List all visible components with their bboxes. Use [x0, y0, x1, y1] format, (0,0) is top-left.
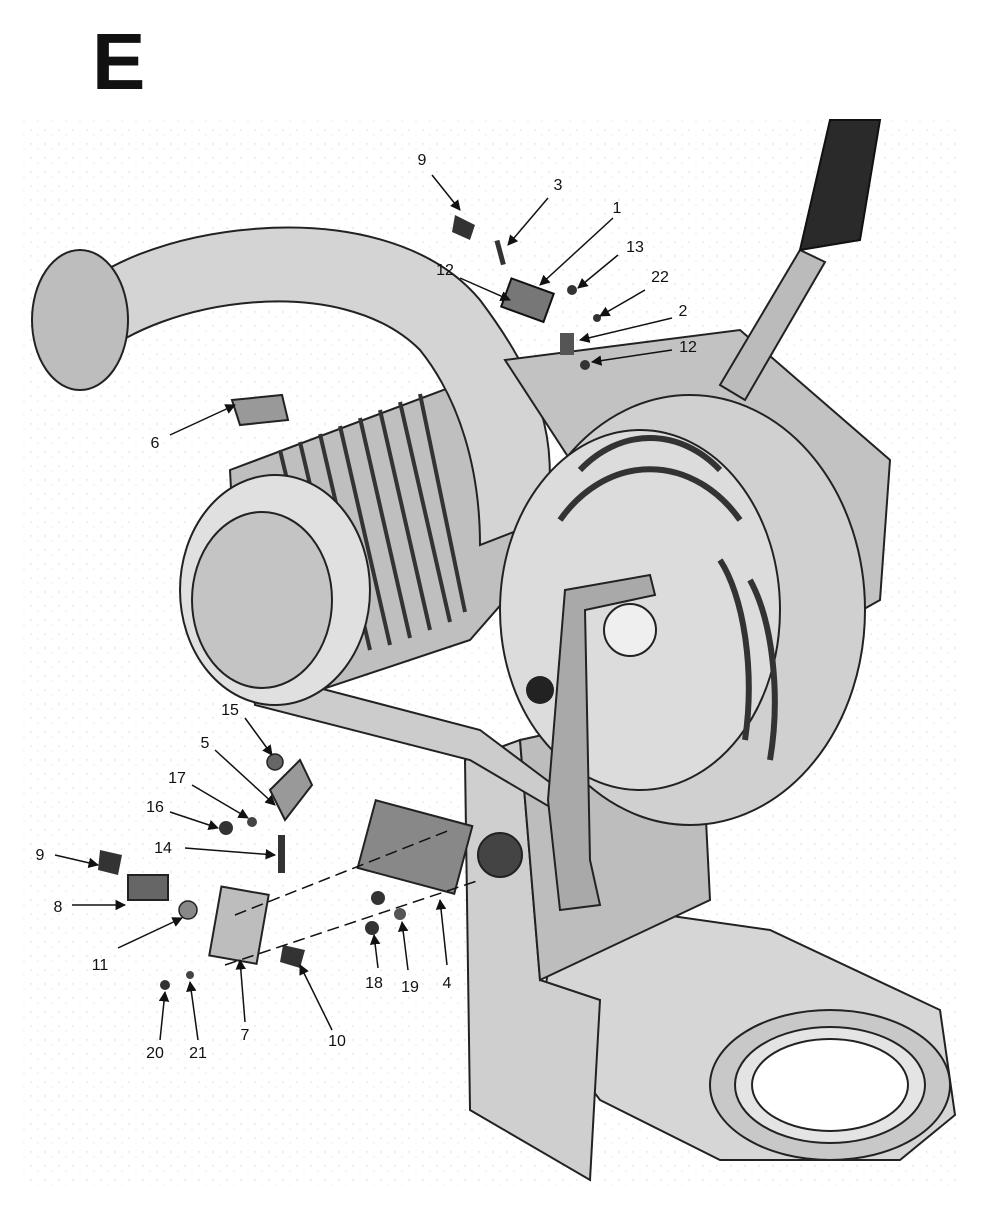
callout-14: 14 — [154, 840, 172, 857]
part-18-screw-bottom — [365, 921, 379, 935]
leader-12-upper — [459, 277, 511, 301]
callout-18: 18 — [365, 975, 383, 992]
leader-14 — [184, 847, 277, 860]
callout-7: 7 — [241, 1027, 250, 1044]
leader-10 — [299, 964, 333, 1031]
leader-18 — [369, 933, 381, 969]
callout-8: 8 — [54, 899, 63, 916]
part-6-clamp — [230, 393, 290, 427]
leader-21 — [186, 980, 199, 1041]
callout-15: 15 — [221, 702, 239, 719]
leader-13 — [577, 254, 619, 289]
part-3-screw — [494, 239, 506, 266]
leader-6 — [169, 404, 236, 436]
part-2-fitting — [560, 333, 574, 355]
callout-11: 11 — [92, 957, 109, 974]
blade-arm — [546, 573, 657, 912]
leader-4 — [435, 898, 448, 966]
part-9-elbow-upper — [452, 215, 475, 240]
leader-17 — [191, 784, 249, 819]
part-13-screw — [567, 285, 577, 295]
part-10-elbow — [280, 945, 305, 968]
part-19-washer — [394, 908, 406, 920]
handle — [718, 119, 882, 402]
part-11-fitting — [178, 900, 198, 920]
callout-9-upper: 9 — [418, 152, 427, 169]
leader-15 — [244, 717, 273, 756]
callout-4: 4 — [443, 975, 452, 992]
callout-9-lower: 9 — [36, 847, 45, 864]
callout-5: 5 — [201, 735, 210, 752]
leader-1 — [539, 217, 614, 286]
part-21-washer — [186, 971, 194, 979]
part-7-mount — [208, 885, 270, 965]
callout-6: 6 — [151, 435, 160, 452]
upper-parts-cluster — [230, 215, 601, 427]
knob — [526, 676, 554, 704]
part-8-block — [127, 874, 169, 901]
alignment-line-upper — [234, 829, 451, 916]
leader-9-upper — [431, 174, 461, 211]
part-15-nut — [266, 753, 284, 771]
part-14-bolt — [278, 835, 285, 873]
callout-12-upper: 12 — [436, 262, 454, 279]
callout-12-lower: 12 — [679, 339, 697, 356]
part-20-screw — [160, 980, 170, 990]
leader-16 — [169, 811, 219, 830]
callout-13: 13 — [626, 239, 644, 256]
part-9-elbow-lower — [98, 850, 122, 875]
section-letter: E — [92, 17, 146, 106]
callout-20: 20 — [146, 1045, 164, 1062]
callout-17: 17 — [168, 770, 186, 787]
callout-19: 19 — [401, 979, 419, 996]
part-12-fitting — [580, 360, 590, 370]
leader-9-lower — [54, 854, 100, 868]
leader-5 — [214, 749, 276, 806]
part-4-plate — [356, 799, 474, 895]
lower-parts-cluster — [98, 753, 481, 990]
callout-3: 3 — [554, 177, 563, 194]
leader-7 — [235, 958, 246, 1023]
callout-2: 2 — [679, 303, 688, 320]
part-16-screw — [219, 821, 233, 835]
callout-1: 1 — [613, 200, 622, 217]
part-17-washer — [247, 817, 257, 827]
leader-2 — [578, 317, 673, 343]
part-18-screw-top — [371, 891, 385, 905]
leader-22 — [599, 289, 646, 317]
callout-21: 21 — [189, 1045, 207, 1062]
leader-lines — [54, 174, 673, 1041]
callout-16: 16 — [146, 799, 164, 816]
alignment-line-lower — [224, 879, 481, 966]
callout-10: 10 — [328, 1033, 346, 1050]
leader-11 — [117, 917, 183, 949]
leader-12-lower — [590, 349, 673, 366]
part-22-screw — [593, 314, 601, 322]
leader-20 — [158, 990, 170, 1041]
leader-19 — [397, 920, 409, 971]
callout-22: 22 — [651, 269, 669, 286]
part-5-bracket — [268, 758, 314, 822]
leader-3 — [507, 197, 549, 246]
exhaust-duct — [31, 226, 551, 547]
motor-housing — [179, 378, 542, 706]
